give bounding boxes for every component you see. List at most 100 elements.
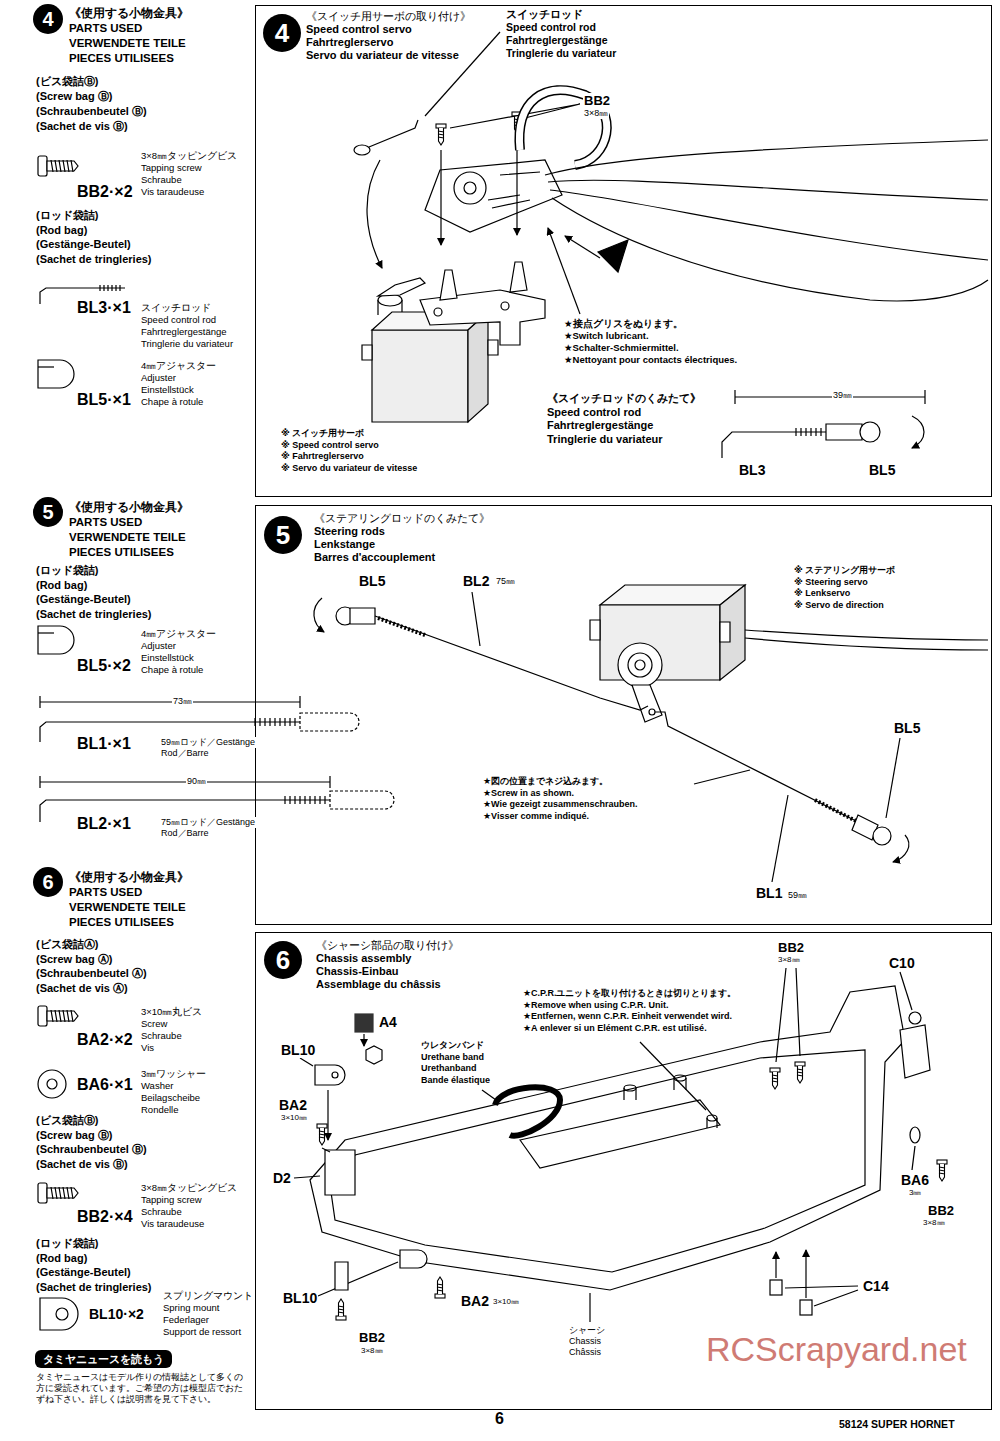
- part-label: 58124 SUPER HORNET: [838, 1418, 956, 1431]
- part-label: ★Schalter-Schmiermittel.: [563, 342, 680, 354]
- part-label: Rod／Barre: [160, 828, 210, 839]
- servo-mount-drawing: [354, 32, 988, 458]
- step-number: 5: [264, 516, 302, 554]
- part-label: (Sachet de tringleries): [35, 607, 153, 622]
- part-label: 3×10㎜丸ビス: [140, 1006, 203, 1018]
- part-label: (ビス袋詰Ⓐ): [35, 937, 99, 952]
- part-label: PIECES UTILISEES: [68, 51, 175, 66]
- part-label: VERWENDETE TEILE: [68, 36, 187, 51]
- part-label: Châssis: [568, 1347, 602, 1358]
- step-number: 6: [33, 867, 63, 897]
- part-label: Rondelle: [140, 1104, 180, 1116]
- part-label: ウレタンバンド: [420, 1040, 485, 1052]
- panel-title-line: 《シャーシ部品の取り付け》: [316, 939, 459, 952]
- part-label: PARTS USED: [68, 885, 143, 900]
- part-label: PARTS USED: [68, 21, 143, 36]
- part-label: BA6·×1: [76, 1075, 134, 1095]
- part-label: Washer: [140, 1080, 174, 1092]
- part-label: (ロッド袋詰): [35, 1236, 99, 1251]
- part-label: 3×10㎜: [280, 1113, 308, 1123]
- part-label: (Sachet de tringleries): [35, 252, 153, 267]
- part-label: Adjuster: [140, 372, 177, 384]
- part-label: 90㎜: [186, 776, 207, 787]
- panel-title-line: Servo du variateur de vitesse: [306, 49, 471, 62]
- banner-text: タミヤニュースを読もう: [43, 1352, 164, 1366]
- part-label: ★C.P.R.ユニットを取り付けるときは切りとります。: [522, 988, 737, 1000]
- part-label: Vis taraudeuse: [140, 186, 205, 198]
- part-label: ★Wie gezeigt zusammenschrauben.: [482, 799, 639, 811]
- part-label: ★Nettoyant pour contacts électriques.: [563, 354, 738, 366]
- part-label: 4㎜アジャスター: [140, 360, 217, 372]
- part-label: ★Remove when using C.P.R. Unit.: [522, 1000, 669, 1012]
- part-label: 3×8㎜タッピングビス: [140, 1182, 238, 1194]
- part-label: C10: [888, 955, 916, 971]
- part-label: (Schraubenbeutel Ⓑ): [35, 104, 148, 119]
- part-label: ※ Lenkservo: [793, 588, 851, 600]
- part-label: ★Screw in as shown.: [482, 788, 575, 800]
- part-label: Vis taraudeuse: [140, 1218, 205, 1230]
- part-label: C14: [862, 1278, 890, 1294]
- part-label: BB2·×2: [76, 182, 134, 202]
- part-label: BL2: [462, 573, 490, 589]
- part-label: (Rod bag): [35, 223, 88, 238]
- part-label: 4㎜アジャスター: [140, 628, 217, 640]
- step-number-text: 4: [42, 9, 53, 29]
- part-label: (Rod bag): [35, 1251, 88, 1266]
- part-label: ※ ステアリング用サーボ: [793, 565, 896, 577]
- part-label: 3㎜: [908, 1188, 922, 1198]
- step-number: 4: [33, 4, 63, 34]
- part-label: VERWENDETE TEILE: [68, 900, 187, 915]
- part-label: Fahrtreglergestänge: [505, 34, 609, 47]
- panel-title: 《ステアリングロッドのくみたて》Steering rodsLenkstangeB…: [314, 512, 490, 564]
- part-label: 3×8㎜: [922, 1218, 946, 1228]
- part-label: (ロッド袋詰): [35, 563, 99, 578]
- part-label: BL3·×1: [76, 298, 132, 318]
- part-label: BA2: [278, 1097, 308, 1113]
- part-label: ※ Speed control servo: [280, 440, 380, 452]
- part-label: BB2: [927, 1203, 955, 1218]
- part-label: BL1: [755, 885, 783, 901]
- panel-title-line: Chassis-Einbau: [316, 965, 459, 978]
- part-label: Chape à rotule: [140, 396, 204, 408]
- part-label: BL5: [358, 573, 386, 589]
- part-label: ★A enlever si un Elément C.P.R. est util…: [522, 1023, 708, 1035]
- part-label: Tringlerie du variateur: [546, 433, 664, 447]
- part-label: BL5·×2: [76, 656, 132, 676]
- part-label: Adjuster: [140, 640, 177, 652]
- part-label: (Schraubenbeutel Ⓑ): [35, 1142, 148, 1157]
- part-label: Vis: [140, 1042, 155, 1054]
- part-label: BB2·×4: [76, 1207, 134, 1227]
- part-label: (Screw bag Ⓑ): [35, 89, 113, 104]
- part-label: 59㎜: [787, 890, 808, 901]
- part-label: Federlager: [162, 1314, 210, 1326]
- part-label: (Gestänge-Beutel): [35, 592, 132, 607]
- part-label: ※ Servo de direction: [793, 600, 885, 612]
- part-label: (Screw bag Ⓐ): [35, 952, 113, 967]
- part-label: 6: [494, 1410, 505, 1428]
- part-label: BB2: [777, 940, 805, 955]
- part-label: BL10: [280, 1042, 316, 1058]
- panel-title-line: Lenkstange: [314, 538, 490, 551]
- part-label: Support de ressort: [162, 1326, 242, 1338]
- panel-title-line: Chassis assembly: [316, 952, 459, 965]
- part-label: (Rod bag): [35, 578, 88, 593]
- part-label: PARTS USED: [68, 515, 143, 530]
- part-label: BA2: [460, 1293, 490, 1309]
- part-label: ※ Fahrtreglerservo: [280, 451, 365, 463]
- part-label: Schraube: [140, 1030, 183, 1042]
- part-label: (Sachet de vis Ⓐ): [35, 981, 129, 996]
- part-label: ※ スイッチ用サーボ: [280, 428, 365, 440]
- step-number-text: 4: [275, 20, 289, 46]
- step-number: 5: [33, 497, 63, 527]
- part-label: 《使用する小物金具》: [68, 500, 190, 515]
- part-label: BB2: [583, 93, 611, 108]
- part-label: Chassis: [568, 1336, 602, 1347]
- part-label: BL2·×1: [76, 814, 132, 834]
- part-label: 3㎜ワッシャー: [140, 1068, 207, 1080]
- part-label: (Screw bag Ⓑ): [35, 1128, 113, 1143]
- part-label: ★Visser comme indiqué.: [482, 811, 590, 823]
- part-label: Fahrtreglergestänge: [546, 419, 654, 433]
- part-label: BL5·×1: [76, 390, 132, 410]
- part-label: BL10·×2: [88, 1305, 145, 1323]
